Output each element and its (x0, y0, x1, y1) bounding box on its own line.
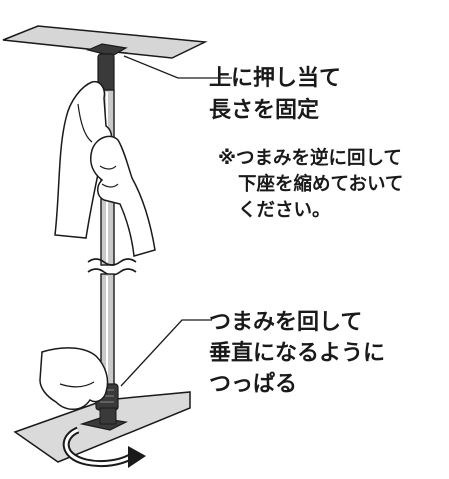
bottom-callout-line1: つまみを回して (209, 310, 363, 335)
top-cap (86, 43, 128, 93)
note-line1: ※つまみを逆に回して (218, 148, 402, 169)
bottom-callout-line3: つっぱる (209, 372, 298, 397)
top-callout-line1: 上に押し当て (209, 66, 342, 91)
rotation-arrow-icon (62, 426, 146, 468)
note-line2: 下座を縮めておいて (238, 174, 404, 195)
bottom-base (79, 407, 128, 431)
top-leader-line (123, 55, 232, 79)
bottom-leader-line (120, 319, 212, 387)
note-line3: ください。 (238, 200, 331, 221)
gripping-hand (90, 135, 156, 257)
lower-hand (39, 347, 109, 410)
top-callout-line2: 長さを固定 (209, 98, 320, 123)
bottom-callout-line2: 垂直になるように (209, 341, 386, 366)
